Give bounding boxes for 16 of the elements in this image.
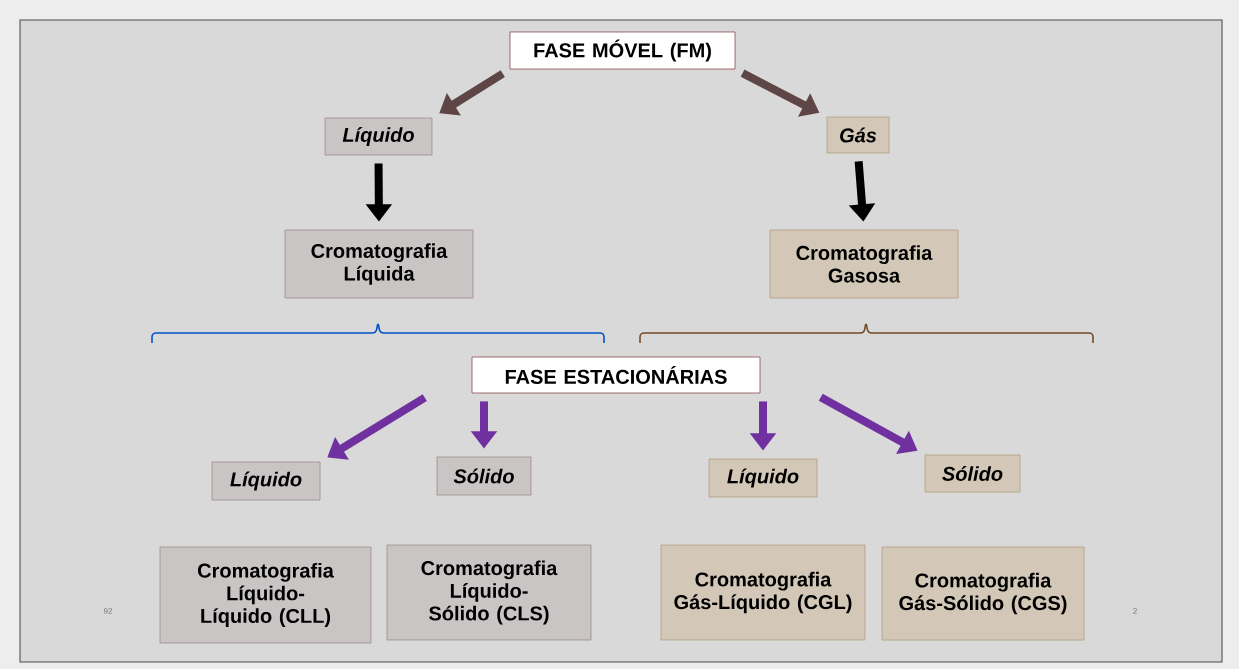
phase-box: Líquido [324, 117, 433, 156]
phase-box: Sólido [924, 454, 1021, 493]
title-box: FASE ESTACIONÁRIAS [471, 356, 761, 394]
phase-box: Líquido [708, 458, 818, 498]
phase-box: Sólido [436, 456, 532, 496]
technique-box: Cromatografia Gás-Sólido (CGS) [881, 546, 1085, 641]
page-number: 92 [103, 608, 113, 614]
technique-box: Cromatografia Líquida [284, 229, 474, 299]
phase-box: Gás [826, 116, 890, 154]
page-number: 2 [1133, 608, 1137, 614]
phase-box: Líquido [211, 461, 321, 501]
technique-box: Cromatografia Líquido-Líquido (CLL) [159, 546, 372, 644]
technique-box: Cromatografia Gasosa [769, 229, 959, 299]
technique-box: Cromatografia Gás-Líquido (CGL) [660, 544, 866, 641]
technique-box: Cromatografia Líquido-Sólido (CLS) [386, 544, 592, 641]
title-box: FASE MÓVEL (FM) [509, 31, 736, 70]
